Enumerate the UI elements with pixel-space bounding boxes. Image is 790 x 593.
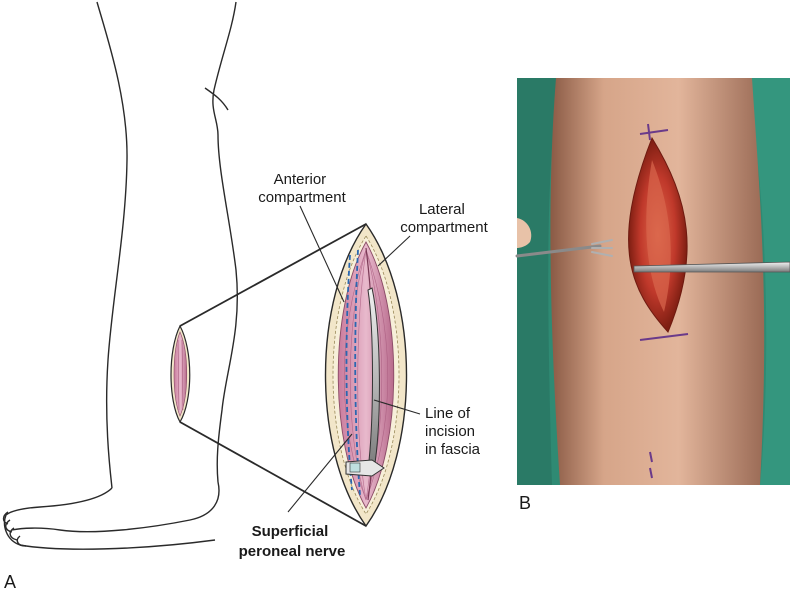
leg-outline <box>2 1 239 550</box>
zoom-lines <box>179 223 367 527</box>
label-line-of-incision: Line of incision in fascia <box>425 405 481 458</box>
enlarged-incision <box>324 222 408 528</box>
leader-lines <box>287 205 421 513</box>
panel-label-b: B <box>519 493 531 513</box>
photo-panel-b <box>515 78 790 485</box>
small-incision <box>170 324 191 424</box>
label-lateral-compartment: Lateral compartment <box>400 201 488 236</box>
label-superficial-peroneal-nerve: Superficial peroneal nerve <box>239 523 346 560</box>
panel-label-a: A <box>4 572 16 592</box>
label-anterior-compartment: Anterior compartment <box>258 171 346 206</box>
